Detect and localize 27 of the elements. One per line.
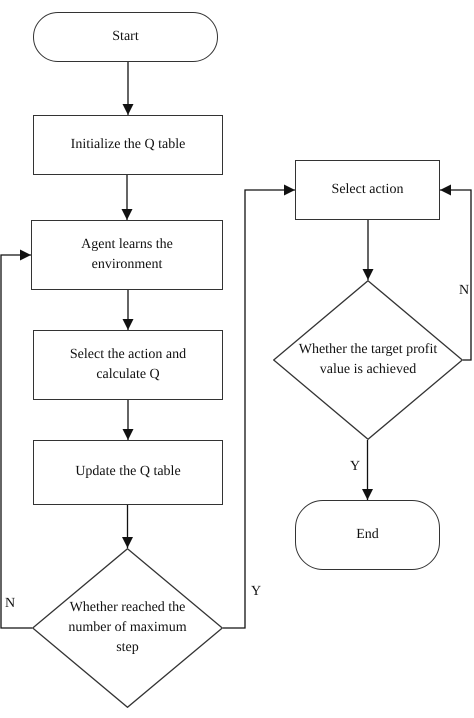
node-text: Update the Q table [74,463,182,482]
arrow [122,175,132,220]
terminal-box [295,500,440,570]
arrow [440,184,472,361]
arrow [223,184,295,629]
arrow [0,250,32,629]
arrow [122,62,134,115]
process-box [31,220,223,290]
node-text: Whether reached the number of maximum step [67,598,188,658]
arrow [122,400,134,440]
node-text: Initialize the Q table [70,136,186,154]
node-text: Select the action and calculate Q [68,346,188,384]
process-box [33,330,223,400]
node-text: Whether the target profit value is achieved [298,340,438,379]
decision-diamond [32,548,223,708]
process-box [33,115,223,175]
node-text: End [355,526,380,544]
arrow [362,440,373,500]
node-text: Select action [330,180,404,199]
process-box [295,160,440,220]
arrow [122,505,133,548]
node-text: Start [111,28,140,46]
arrow [122,290,134,330]
terminal-box [33,12,218,62]
process-box [33,440,223,505]
node-text: Agent learns the environment [80,236,174,274]
arrow [362,220,374,280]
